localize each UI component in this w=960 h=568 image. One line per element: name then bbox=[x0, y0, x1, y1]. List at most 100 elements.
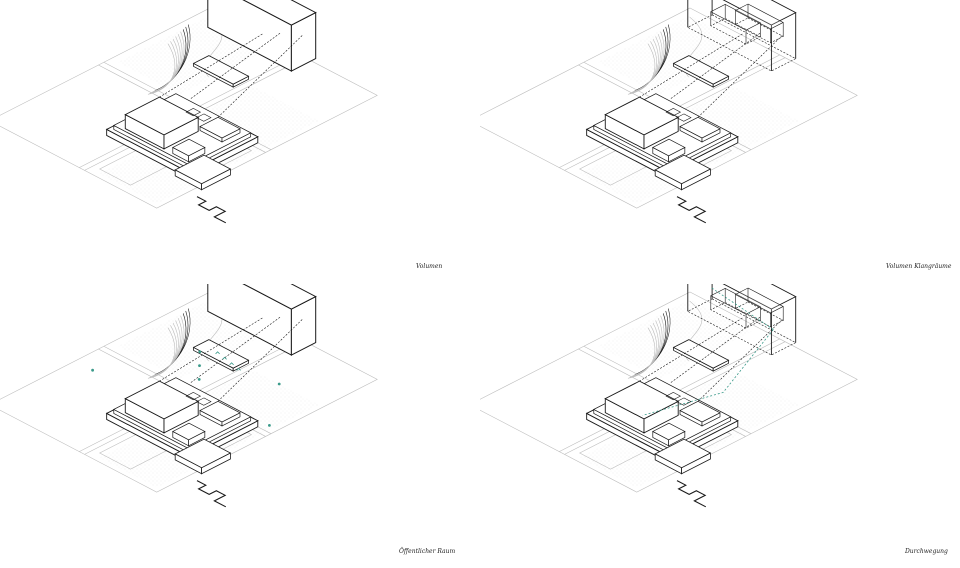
contour-line bbox=[632, 34, 663, 93]
projection-line bbox=[669, 316, 761, 384]
contour-line bbox=[152, 318, 183, 377]
terrace-platform-top bbox=[672, 55, 730, 85]
contour-line bbox=[152, 34, 183, 93]
courtyard-square bbox=[665, 392, 682, 401]
tall-volume-frame-top bbox=[722, 284, 797, 310]
public-space-marker bbox=[277, 382, 281, 386]
contour-line bbox=[627, 43, 656, 95]
stepped-wall bbox=[676, 480, 707, 508]
stepped-wall bbox=[196, 480, 227, 508]
contour-line bbox=[148, 41, 177, 95]
caption-klangraeume: Volumen Klangräume bbox=[886, 263, 952, 270]
annex-building-top bbox=[654, 438, 712, 469]
public-access-arrow bbox=[236, 367, 241, 371]
contour-line bbox=[628, 41, 657, 95]
contour-line bbox=[628, 325, 657, 379]
contour-line bbox=[150, 38, 179, 94]
site-group bbox=[480, 284, 858, 508]
courtyard-block-top bbox=[199, 400, 241, 423]
site-group bbox=[480, 0, 858, 224]
courtyard-square bbox=[665, 108, 682, 117]
site-group bbox=[0, 284, 378, 508]
inner-sound-room-bottom bbox=[710, 18, 762, 45]
contour-line bbox=[147, 327, 176, 379]
courtyard-square bbox=[676, 397, 692, 406]
projection-line bbox=[669, 32, 761, 100]
courtyard-block-top bbox=[679, 116, 721, 139]
contour-line bbox=[631, 320, 661, 377]
public-space-marker bbox=[198, 350, 202, 354]
courtyard-square bbox=[196, 113, 212, 122]
contour-line bbox=[627, 327, 656, 379]
projection-line bbox=[189, 32, 281, 100]
tall-volume-frame-bottom bbox=[687, 298, 797, 356]
caption-durchwegung: Durchwegung bbox=[905, 548, 948, 555]
public-space-marker bbox=[268, 424, 271, 427]
public-access-arrow bbox=[229, 362, 234, 366]
tall-volume-top bbox=[242, 284, 317, 310]
side-volume-top bbox=[172, 422, 206, 441]
projection-line bbox=[159, 317, 263, 382]
annex-building-top bbox=[174, 154, 232, 185]
diagram-panel-volumen: Volumen bbox=[0, 0, 480, 284]
site-group bbox=[0, 0, 378, 224]
projection-line bbox=[639, 33, 743, 98]
courtyard-square bbox=[196, 397, 212, 406]
tall-volume-top bbox=[242, 0, 317, 26]
main-hall-volume-top bbox=[604, 380, 680, 420]
site-axonometry bbox=[480, 0, 858, 224]
terrace-platform-top bbox=[192, 339, 250, 369]
site-axonometry bbox=[0, 284, 378, 508]
diagram-panel-klangraeume: Volumen Klangräume bbox=[480, 0, 960, 284]
courtyard-square bbox=[676, 113, 692, 122]
diagram-panel-durchwegung: Durchwegung bbox=[480, 284, 960, 568]
site-axonometry bbox=[480, 284, 858, 508]
contour-line bbox=[630, 322, 659, 378]
stippled-ground-north bbox=[598, 15, 752, 95]
side-volume-top bbox=[652, 422, 686, 441]
caption-volumen: Volumen bbox=[416, 263, 443, 270]
projection-line bbox=[639, 317, 743, 382]
annex-building-top bbox=[174, 438, 232, 469]
circulation-path bbox=[642, 287, 774, 416]
main-hall-volume-top bbox=[124, 96, 200, 136]
main-hall-volume-top bbox=[124, 380, 200, 420]
projection-line bbox=[159, 33, 263, 98]
public-access-arrow bbox=[215, 351, 220, 355]
side-volume-top bbox=[652, 138, 686, 157]
contour-line bbox=[151, 36, 181, 93]
courtyard-square bbox=[185, 392, 202, 401]
diagram-panel-oeffentlicher-raum: Öffentlicher Raum bbox=[0, 284, 480, 568]
side-volume-top bbox=[172, 138, 206, 157]
contour-line bbox=[151, 320, 181, 377]
stepped-wall bbox=[676, 196, 707, 224]
site-boundary bbox=[0, 7, 378, 209]
inner-sound-room-bottom bbox=[710, 302, 762, 329]
main-hall-volume-top bbox=[604, 96, 680, 136]
courtyard-square bbox=[185, 108, 202, 117]
courtyard-block-top bbox=[199, 116, 241, 139]
public-access-arrow bbox=[222, 356, 227, 360]
public-space-marker bbox=[198, 364, 201, 367]
contour-line bbox=[147, 43, 176, 95]
contour-line bbox=[630, 38, 659, 94]
tall-volume-frame-bottom bbox=[687, 14, 797, 72]
public-space-marker bbox=[91, 368, 94, 372]
site-boundary bbox=[480, 7, 858, 209]
annex-building-top bbox=[654, 154, 712, 185]
contour-line bbox=[148, 325, 177, 379]
stepped-wall bbox=[196, 196, 227, 224]
public-space-marker bbox=[197, 378, 201, 381]
contour-line bbox=[150, 322, 179, 378]
site-boundary bbox=[0, 291, 378, 493]
site-boundary bbox=[480, 291, 858, 493]
terrace-platform-top bbox=[192, 55, 250, 85]
courtyard-block-top bbox=[679, 400, 721, 423]
caption-oeffentlicher-raum: Öffentlicher Raum bbox=[399, 548, 456, 555]
stippled-ground-north bbox=[598, 299, 752, 379]
contour-line bbox=[632, 318, 663, 377]
site-axonometry bbox=[0, 0, 378, 224]
contour-line bbox=[631, 36, 661, 93]
terrace-platform-top bbox=[672, 339, 730, 369]
projection-line bbox=[189, 316, 281, 384]
